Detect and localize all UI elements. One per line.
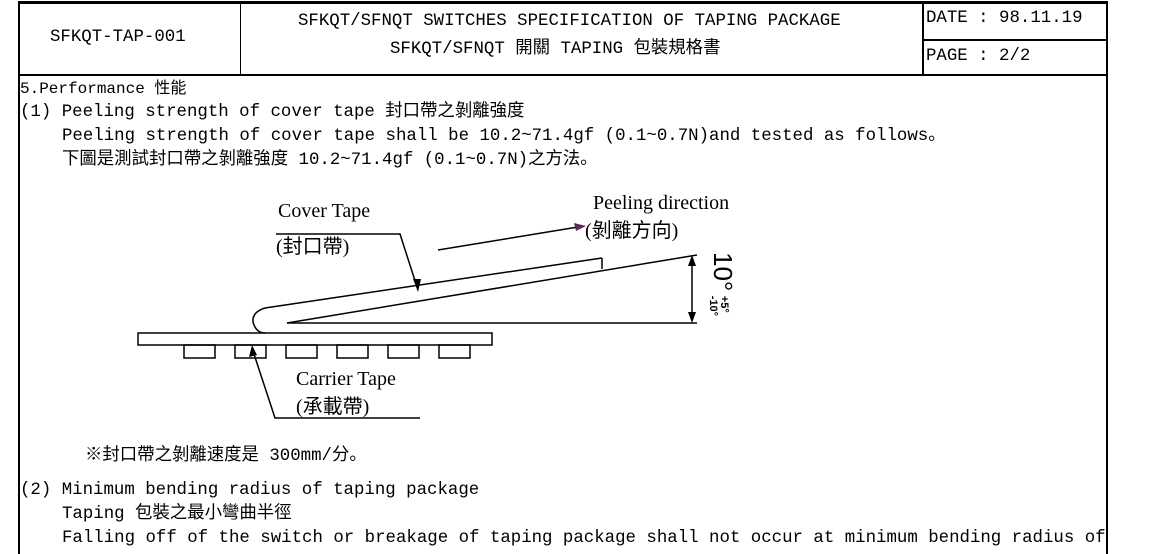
item1-line-en: Peeling strength of cover tape shall be … <box>62 127 946 146</box>
frame-right <box>1106 1 1108 554</box>
header-divider-1 <box>240 1 241 76</box>
date: DATE : 98.11.19 <box>926 9 1083 28</box>
carrier-pockets <box>183 344 471 359</box>
peeling-direction-label-zh: (剝離方向) <box>585 220 679 242</box>
header-divider-2 <box>922 1 924 76</box>
carrier-tape-leader <box>251 347 420 419</box>
angle-tol-plus: +5° <box>718 295 731 313</box>
title-en: SFKQT/SFNQT SWITCHES SPECIFICATION OF TA… <box>298 12 841 31</box>
header-bottom <box>18 74 1108 76</box>
doc-id: SFKQT-TAP-001 <box>50 28 186 47</box>
angle-line <box>286 254 698 324</box>
cover-tape-label-zh: (封口帶) <box>276 236 350 258</box>
item2-title: (2) Minimum bending radius of taping pac… <box>20 481 480 500</box>
date-page-divider <box>922 39 1108 41</box>
item2-line-en: Falling off of the switch or breakage of… <box>62 529 1106 548</box>
carrier-tape-strip <box>137 332 493 346</box>
carrier-tape-label: Carrier Tape <box>296 368 396 390</box>
cover-tape-label: Cover Tape <box>278 200 371 222</box>
page-number: PAGE : 2/2 <box>926 47 1031 66</box>
cover-tape-leader <box>276 233 419 291</box>
cover-tape <box>252 257 603 334</box>
carrier-tape-label-zh: (承載帶) <box>296 396 370 418</box>
section-heading: 5.Performance 性能 <box>20 80 187 98</box>
peeling-speed-note: ※封口帶之剝離速度是 300mm/分。 <box>85 447 367 466</box>
item1-title: (1) Peeling strength of cover tape 封口帶之剝… <box>20 103 525 122</box>
item1-line-zh: 下圖是測試封口帶之剝離強度 10.2~71.4gf (0.1~0.7N)之方法。 <box>62 151 598 170</box>
angle-label: 10° +5° -10° <box>707 252 738 316</box>
angle-tol-minus: -10° <box>707 295 720 317</box>
angle-value: 10° <box>708 252 738 292</box>
peeling-arrow <box>437 226 579 251</box>
item2-line-zh: Taping 包裝之最小彎曲半徑 <box>62 505 292 524</box>
peeling-direction-label: Peeling direction <box>593 192 730 214</box>
title-zh: SFKQT/SFNQT 開關 TAPING 包裝規格書 <box>390 40 721 59</box>
frame-left <box>18 1 20 554</box>
frame-top <box>18 1 1108 4</box>
